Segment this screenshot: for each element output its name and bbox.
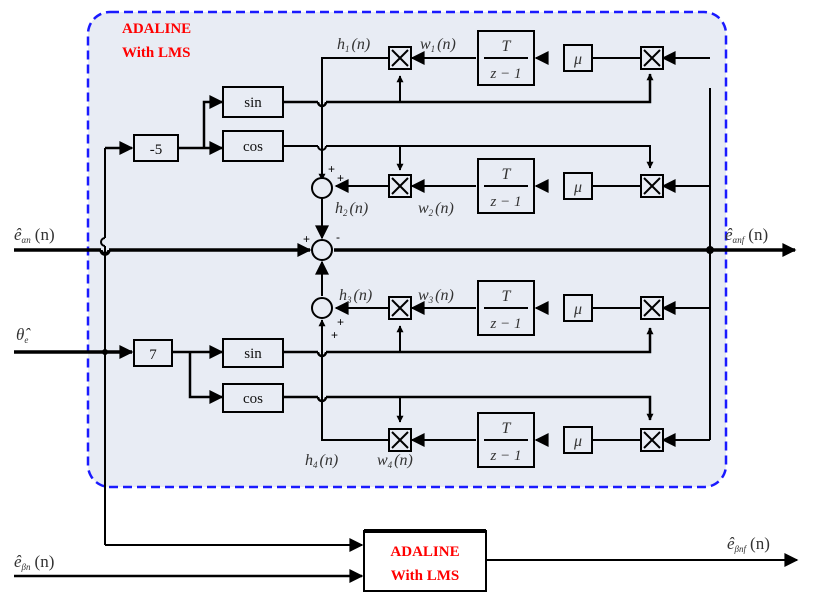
svg-text:êβnf(n): êβnf(n)	[727, 534, 770, 554]
sin-label-1: sin	[244, 95, 262, 111]
input-e-alpha-label: êαn(n)	[14, 225, 55, 245]
mu-block-1	[563, 44, 593, 72]
h3-label: h3(n)	[339, 287, 372, 305]
multiply-icon	[391, 431, 409, 449]
sign-main-left: +	[303, 232, 310, 246]
mu-block-4	[563, 426, 593, 454]
integrator-denominator: z − 1	[490, 448, 522, 464]
multiply-icon	[643, 177, 661, 195]
multiply-icon	[643, 49, 661, 67]
integrator-numerator: T	[502, 288, 512, 305]
integrator-numerator: T	[502, 166, 512, 183]
multiply-icon	[643, 299, 661, 317]
sum-junction-lower	[311, 297, 333, 319]
w2-label: w2(n)	[418, 200, 454, 218]
mu-label: μ	[573, 179, 582, 196]
multiply-icon	[391, 49, 409, 67]
integrator-numerator: T	[502, 420, 512, 437]
cos-label-1: cos	[243, 139, 263, 155]
sign-main-top: -	[336, 230, 340, 244]
output-e-alpha-label: êαnf(n)	[725, 225, 768, 245]
gain-7-block	[133, 339, 173, 367]
mu-block-3	[563, 294, 593, 322]
output-e-beta-label: êβnf(n)	[727, 534, 770, 554]
input-theta-label: θ̂e	[16, 325, 31, 345]
w4-label: w4(n)	[377, 452, 413, 470]
sin-block-1	[222, 86, 284, 118]
cos-block-2	[222, 383, 284, 413]
sin-label-2: sin	[244, 346, 262, 362]
sum-junction-main	[311, 239, 333, 261]
mu-label: μ	[573, 51, 582, 68]
svg-text:êαnf(n): êαnf(n)	[725, 225, 768, 245]
h4-label: h4(n)	[305, 452, 338, 470]
w3-label: w3(n)	[418, 287, 454, 305]
multiply-icon	[643, 431, 661, 449]
input-e-beta-label: êβn(n)	[14, 552, 54, 572]
mu-block-2	[563, 172, 593, 200]
sign-lower-right: +	[337, 315, 344, 329]
panel-title-line1: ADALINE	[122, 21, 191, 37]
cos-block-1	[222, 130, 284, 162]
h1-label: h1(n)	[337, 36, 370, 54]
gain-neg5-label: -5	[150, 142, 163, 158]
sign-lower-bottom: +	[331, 328, 338, 342]
mu-label: μ	[573, 301, 582, 318]
cos-label-2: cos	[243, 391, 263, 407]
sum-junction-upper	[311, 177, 333, 199]
gain-7-label: 7	[149, 347, 157, 363]
bottom-adaline-block	[363, 530, 487, 592]
sign-upper-right: +	[337, 171, 344, 185]
panel-title-line2: With LMS	[122, 45, 191, 61]
svg-text:θ̂e: θ̂e	[16, 325, 31, 345]
multiply-icon	[391, 177, 409, 195]
integrator-denominator: z − 1	[490, 194, 522, 210]
h2-label: h2(n)	[335, 200, 368, 218]
sin-block-2	[222, 338, 284, 368]
bottom-adaline-line1: ADALINE	[390, 544, 459, 560]
sign-upper-top: +	[328, 162, 335, 176]
bottom-adaline-line2: With LMS	[391, 568, 460, 584]
w1-label: w1(n)	[420, 36, 456, 54]
integrator-numerator: T	[502, 38, 512, 55]
multiply-icon	[391, 299, 409, 317]
gain-neg5-block	[133, 134, 179, 162]
integrator-denominator: z − 1	[490, 66, 522, 82]
svg-text:êβn(n): êβn(n)	[14, 552, 54, 572]
svg-text:êαn(n): êαn(n)	[14, 225, 55, 245]
mu-label: μ	[573, 433, 582, 450]
integrator-denominator: z − 1	[490, 316, 522, 332]
